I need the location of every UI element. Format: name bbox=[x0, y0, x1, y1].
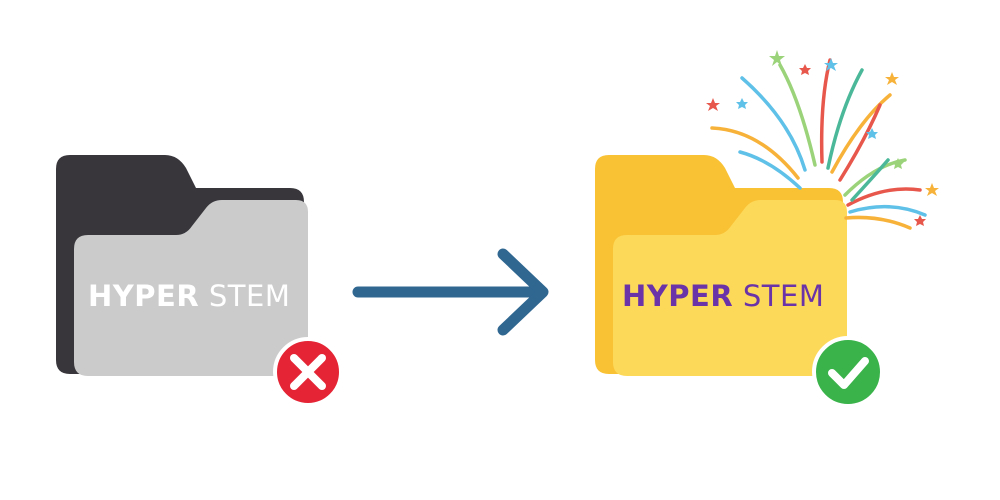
right-status-badge bbox=[812, 336, 884, 408]
left-brand-bold: HYPER bbox=[88, 279, 200, 313]
right-brand-light: STEM bbox=[742, 279, 825, 313]
close-icon bbox=[290, 354, 326, 390]
left-status-badge bbox=[273, 337, 343, 407]
right-folder-front bbox=[613, 200, 847, 376]
left-brand-light: STEM bbox=[208, 279, 291, 313]
left-folder-icon bbox=[56, 155, 308, 376]
fireworks-icon bbox=[706, 50, 939, 230]
right-brand-bold: HYPER bbox=[622, 279, 734, 313]
check-icon bbox=[828, 357, 869, 389]
right-folder-icon bbox=[595, 155, 847, 376]
arrow-right-icon bbox=[352, 248, 549, 336]
left-folder-front bbox=[74, 200, 308, 376]
left-folder-label: HYPER STEM bbox=[88, 282, 290, 311]
right-folder-label: HYPER STEM bbox=[622, 282, 824, 311]
